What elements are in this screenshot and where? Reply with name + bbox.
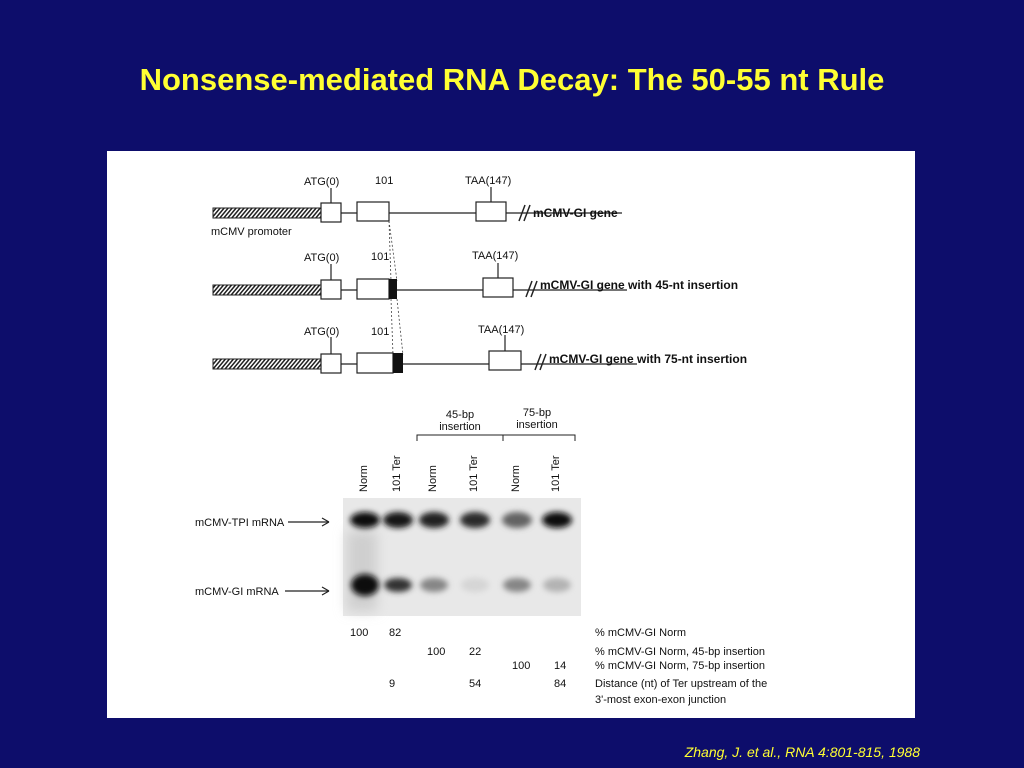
gi-band-label: mCMV-GI mRNA	[195, 586, 330, 598]
exon-atg	[320, 202, 342, 223]
lane-labels: Norm 101 Ter Norm 101 Ter Norm 101 Ter	[358, 455, 562, 492]
exon-label: 101	[371, 251, 389, 263]
lane-label: Norm	[427, 465, 439, 492]
promoter-bar	[212, 284, 322, 296]
tpi-band	[350, 512, 380, 528]
group-75-header: 75-bp insertion	[502, 407, 576, 441]
gi-band	[461, 578, 489, 592]
exon-atg	[320, 279, 342, 300]
atg-label: ATG(0)	[304, 252, 339, 264]
construct-3: ATG(0) 101 TAA(147) mCMV-GI gene with 75…	[212, 324, 747, 374]
gi-band	[543, 578, 571, 592]
insertion-45	[389, 279, 397, 299]
promoter-bar	[212, 358, 322, 370]
lane-label: 101 Ter	[550, 455, 562, 492]
figure-svg: ATG(0) 101 TAA(147) mCMV-GI gene mCMV pr…	[195, 175, 767, 706]
citation: Zhang, J. et al., RNA 4:801-815, 1988	[684, 744, 920, 760]
group-75-line1: 75-bp	[523, 407, 551, 419]
tpi-band	[542, 512, 572, 528]
gi-band	[420, 578, 448, 592]
construct-1: ATG(0) 101 TAA(147) mCMV-GI gene mCMV pr…	[211, 175, 622, 238]
exon-label: 101	[371, 326, 389, 338]
exon-101	[356, 352, 394, 374]
table-row-label: % mCMV-GI Norm, 75-bp insertion	[595, 660, 765, 672]
table-value: 9	[389, 678, 395, 690]
tpi-label: mCMV-TPI mRNA	[195, 517, 285, 529]
table-value: 100	[350, 627, 368, 639]
gi-band	[384, 578, 412, 592]
tpi-band	[502, 512, 532, 528]
atg-label: ATG(0)	[304, 176, 339, 188]
gi-band	[503, 578, 531, 592]
table-row-label: Distance (nt) of Ter upstream of the	[595, 678, 767, 690]
group-75-line2: insertion	[516, 419, 558, 431]
tpi-band	[460, 512, 490, 528]
stop-label: TAA(147)	[478, 324, 524, 336]
table-row-label: % mCMV-GI Norm	[595, 627, 686, 639]
table-value: 100	[512, 660, 530, 672]
exon-stop	[482, 277, 514, 298]
table-value: 22	[469, 646, 481, 658]
figure-panel: ATG(0) 101 TAA(147) mCMV-GI gene mCMV pr…	[107, 151, 915, 718]
table-value: 100	[427, 646, 445, 658]
construct-name: mCMV-GI gene	[533, 206, 618, 220]
construct-2: ATG(0) 101 TAA(147) mCMV-GI gene with 45…	[212, 250, 738, 300]
lane-label: Norm	[510, 465, 522, 492]
group-45-line1: 45-bp	[446, 409, 474, 421]
insertion-75	[393, 353, 403, 373]
table-value: 82	[389, 627, 401, 639]
slide-title: Nonsense-mediated RNA Decay: The 50-55 n…	[139, 62, 885, 97]
group-45-header: 45-bp insertion	[416, 409, 504, 441]
group-45-line2: insertion	[439, 421, 481, 433]
table-value: 54	[469, 678, 481, 690]
table-value: 84	[554, 678, 566, 690]
stop-label: TAA(147)	[465, 175, 511, 187]
lane-label: 101 Ter	[391, 455, 403, 492]
exon-stop	[488, 350, 522, 371]
atg-label: ATG(0)	[304, 326, 339, 338]
tpi-band-label: mCMV-TPI mRNA	[195, 517, 330, 529]
exon-atg	[320, 353, 342, 374]
gi-band	[351, 574, 379, 596]
lane-label: Norm	[358, 465, 370, 492]
lane-label: 101 Ter	[468, 455, 480, 492]
tpi-band	[419, 512, 449, 528]
exon-label: 101	[375, 175, 393, 187]
blot-bands	[347, 512, 572, 611]
gi-label: mCMV-GI mRNA	[195, 586, 279, 598]
promoter-label: mCMV promoter	[211, 226, 292, 238]
stop-label: TAA(147)	[472, 250, 518, 262]
table-row-label: % mCMV-GI Norm, 45-bp insertion	[595, 646, 765, 658]
table-row-label: 3'-most exon-exon junction	[595, 694, 726, 706]
exon-stop	[475, 201, 507, 222]
tpi-band	[383, 512, 413, 528]
construct-name: mCMV-GI gene with 45-nt insertion	[540, 278, 738, 292]
table-value: 14	[554, 660, 566, 672]
exon-101	[356, 201, 390, 222]
exon-101	[356, 278, 390, 300]
quant-table: 100 82 % mCMV-GI Norm 100 22 % mCMV-GI Norm, …	[350, 627, 767, 706]
construct-name: mCMV-GI gene with 75-nt insertion	[549, 352, 747, 366]
promoter-bar	[212, 207, 322, 219]
